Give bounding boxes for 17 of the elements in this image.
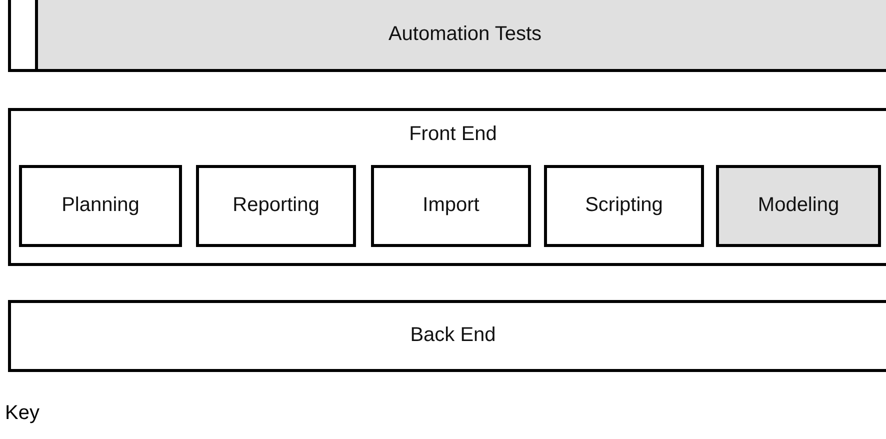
block-box	[196, 165, 356, 247]
group-title: Front End	[408, 123, 498, 146]
block-box	[716, 165, 881, 247]
block-box	[8, 0, 886, 72]
block-label: Planning	[60, 194, 140, 217]
block-label: Modeling	[756, 194, 840, 217]
block-label: Reporting	[232, 194, 320, 217]
block-label: Automation Tests	[387, 22, 543, 46]
block-box	[8, 300, 886, 372]
key-label: Key	[5, 402, 40, 425]
block-box	[19, 165, 182, 247]
block-box	[544, 165, 704, 247]
block-label: Import	[422, 194, 480, 217]
block-label: Scripting	[584, 194, 664, 217]
block-box	[8, 108, 886, 266]
block-box	[371, 165, 531, 247]
block-label: Back End	[409, 324, 497, 347]
